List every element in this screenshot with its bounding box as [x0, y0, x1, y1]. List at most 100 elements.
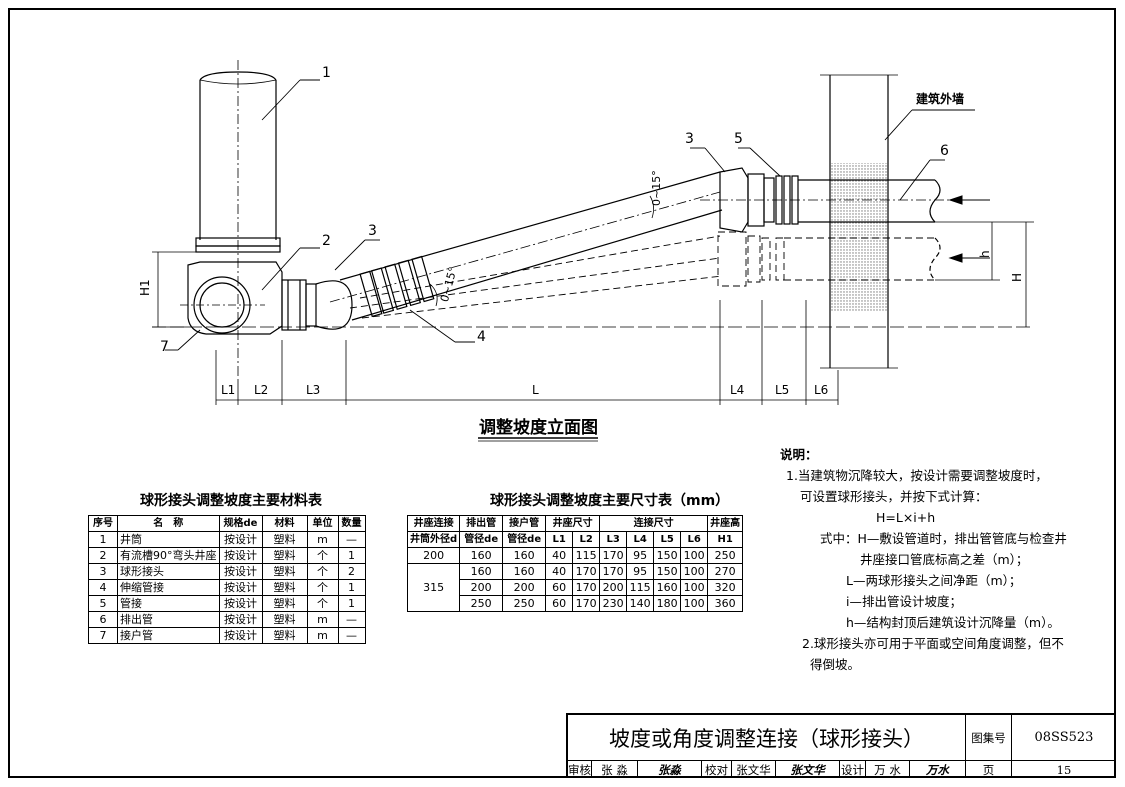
table-cell: 315: [406, 563, 461, 612]
table-cell: 接户管: [117, 627, 220, 644]
table-header-cell: L1: [545, 531, 574, 548]
page-label: 页: [966, 761, 1012, 778]
drawing-title: 调整坡度立面图: [479, 418, 598, 438]
table-cell: 按设计: [218, 611, 263, 628]
table-cell: 100: [680, 579, 709, 596]
alt-sloped-pipe: [349, 231, 935, 319]
table-cell: 95: [626, 547, 655, 564]
table-cell: 200: [599, 579, 628, 596]
table-cell: 150: [653, 563, 682, 580]
table-cell: 按设计: [218, 531, 263, 548]
part-label-1: 1: [322, 65, 331, 81]
table-cell: m: [306, 531, 339, 548]
dim-label-l6: L6: [814, 383, 829, 397]
table-cell: 40: [545, 563, 574, 580]
building-wall: [820, 74, 898, 369]
note-line: 式中：H—敷设管道时，排出管管底与检查井: [820, 531, 1067, 546]
part-label-3-upper: 3: [685, 131, 694, 147]
table-cell: 150: [653, 547, 682, 564]
table-cell: 140: [626, 595, 655, 612]
table-cell: m: [306, 627, 339, 644]
note-line: L—两球形接头之间净距（m）；: [846, 573, 1022, 588]
table-header-row: 井筒外径d 管径de 管径de L1 L2 L3 L4 L5 L6 H1: [406, 531, 744, 548]
elbow-base: [180, 261, 283, 335]
reviewer-name: 张 淼: [592, 761, 638, 778]
table-cell: 170: [572, 579, 601, 596]
table-cell: 管接: [117, 595, 220, 612]
table-header-row: 井座连接 排出管 接户管 井座尺寸 连接尺寸 井座高: [406, 515, 744, 532]
table-cell: 1: [337, 595, 366, 612]
part-label-5: 5: [734, 131, 743, 147]
table-cell: 100: [680, 595, 709, 612]
table-cell: 160: [653, 579, 682, 596]
table-header-cell: 管径de: [459, 531, 504, 548]
table-cell: 250: [502, 595, 547, 612]
table-header-cell: 接户管: [502, 515, 547, 532]
table-cell: 320: [707, 579, 744, 596]
dim-label-h1: H1: [138, 279, 152, 296]
table-cell: 200: [502, 579, 547, 596]
table-header-cell: L4: [626, 531, 655, 548]
table-header-cell: 井座高: [707, 515, 744, 532]
table-cell: 3: [88, 563, 118, 580]
dims-table: 井座连接 排出管 接户管 井座尺寸 连接尺寸 井座高 井筒外径d 管径de 管径…: [406, 515, 744, 612]
table-cell: 塑料: [261, 611, 308, 628]
table-header-row: 序号 名 称 规格de 材料 单位 数量: [88, 515, 366, 532]
notes: 说明： 1.当建筑物沉降较大，按设计需要调整坡度时， 可设置球形接头，并按下式计…: [780, 444, 1067, 675]
table-cell: 40: [545, 547, 574, 564]
angle-marks: [429, 195, 654, 307]
table-cell: 100: [680, 563, 709, 580]
table-cell: 115: [626, 579, 655, 596]
upper-joint: [700, 167, 960, 281]
part-label-2: 2: [322, 233, 331, 249]
table-header-cell: L5: [653, 531, 682, 548]
table-cell: 球形接头: [117, 563, 220, 580]
table-cell: 按设计: [218, 627, 263, 644]
table-header-cell: 序号: [88, 515, 118, 532]
table-cell: 塑料: [261, 531, 308, 548]
table-header-cell: L6: [680, 531, 709, 548]
table-cell: 伸缩管接: [117, 579, 220, 596]
drawing-frame: [8, 8, 1116, 778]
table-cell: 有流槽90°弯头井座: [117, 547, 220, 564]
atlas-label: 图集号: [966, 715, 1012, 761]
table-cell: 4: [88, 579, 118, 596]
table-cell: 2: [337, 563, 366, 580]
table-cell: 个: [306, 595, 339, 612]
table-cell: 100: [680, 547, 709, 564]
table-cell: —: [337, 531, 366, 548]
table-cell: 200: [459, 579, 504, 596]
table-header-cell: 材料: [261, 515, 308, 532]
riser-pipe: [195, 60, 281, 380]
table-cell: 230: [599, 595, 628, 612]
table-cell: 按设计: [218, 563, 263, 580]
table-cell: 1: [337, 547, 366, 564]
table-cell: 5: [88, 595, 118, 612]
check-label: 校对: [702, 761, 732, 778]
wall-label: 建筑外墙: [916, 92, 965, 106]
table-cell: 60: [545, 579, 574, 596]
table-header-cell: 排出管: [459, 515, 504, 532]
dim-label-l3: L3: [306, 383, 321, 397]
table-cell: 排出管: [117, 611, 220, 628]
table-cell: 塑料: [261, 579, 308, 596]
table-cell: m: [306, 611, 339, 628]
sloped-pipe: [329, 171, 723, 321]
flow-arrows: [948, 195, 990, 263]
note-line: 可设置球形接头，并按下式计算：: [800, 489, 988, 504]
note-line: h—结构封顶后建筑设计沉降量（m）。: [846, 615, 1060, 630]
dim-label-l1: L1: [221, 383, 236, 397]
table-header-cell: 规格de: [218, 515, 263, 532]
table-header-cell: 数量: [337, 515, 366, 532]
table-cell: 个: [306, 579, 339, 596]
table-cell: 160: [502, 547, 547, 564]
table-cell: 个: [306, 547, 339, 564]
table-cell: 160: [502, 563, 547, 580]
